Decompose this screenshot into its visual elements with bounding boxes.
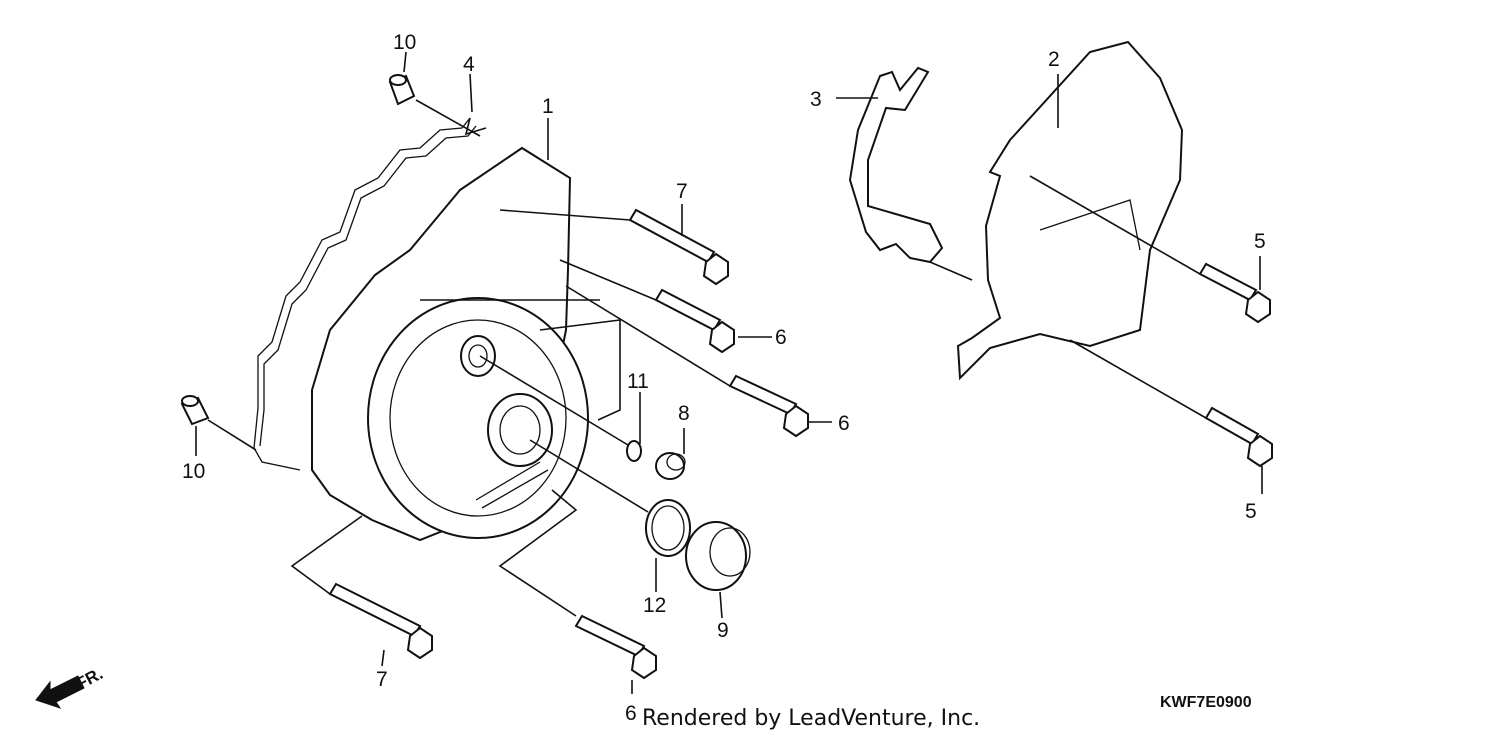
callout-6-middle: 6 xyxy=(838,412,850,435)
callout-7-lower: 7 xyxy=(376,668,388,691)
callout-5-upper: 5 xyxy=(1254,230,1266,253)
callout-11: 11 xyxy=(627,370,649,393)
bolt-5-upper xyxy=(1198,262,1271,324)
diagram-code: KWF7E0900 xyxy=(1160,694,1252,711)
callout-8: 8 xyxy=(678,402,690,425)
callout-5-lower: 5 xyxy=(1245,500,1257,523)
callout-6-upper: 6 xyxy=(775,326,787,349)
gasket-outline xyxy=(253,117,471,471)
bolt-7-upper xyxy=(628,208,729,286)
callout-12: 12 xyxy=(643,594,666,617)
left-crankcase-cover xyxy=(311,146,589,542)
dowel-pin-upper xyxy=(388,74,416,106)
o-ring-12 xyxy=(645,499,691,557)
assembly-leader-lines xyxy=(195,51,1263,694)
bolt-6-middle xyxy=(728,374,809,438)
o-ring-11 xyxy=(626,440,642,462)
callout-9: 9 xyxy=(717,619,729,642)
callout-1: 1 xyxy=(542,95,554,118)
callout-3: 3 xyxy=(810,88,822,111)
callout-6-lower: 6 xyxy=(625,702,637,725)
bolt-6-lower xyxy=(574,614,657,680)
front-direction-arrow-icon: FR. xyxy=(35,664,106,709)
callout-7-upper: 7 xyxy=(676,180,688,203)
bolt-7-lower xyxy=(328,582,433,660)
callout-4: 4 xyxy=(463,53,475,76)
cap-9 xyxy=(685,521,751,591)
dowel-pin-lower xyxy=(180,395,210,426)
cap-8 xyxy=(655,452,686,480)
sprocket-cover xyxy=(956,40,1184,381)
bolt-6-upper xyxy=(654,288,735,354)
callout-10-upper: 10 xyxy=(393,31,416,54)
callout-10-lower: 10 xyxy=(182,460,205,483)
callout-2: 2 xyxy=(1048,48,1060,71)
bolt-5-lower xyxy=(1204,406,1273,468)
render-credit: Rendered by LeadVenture, Inc. xyxy=(642,706,981,731)
bracket xyxy=(848,66,944,264)
